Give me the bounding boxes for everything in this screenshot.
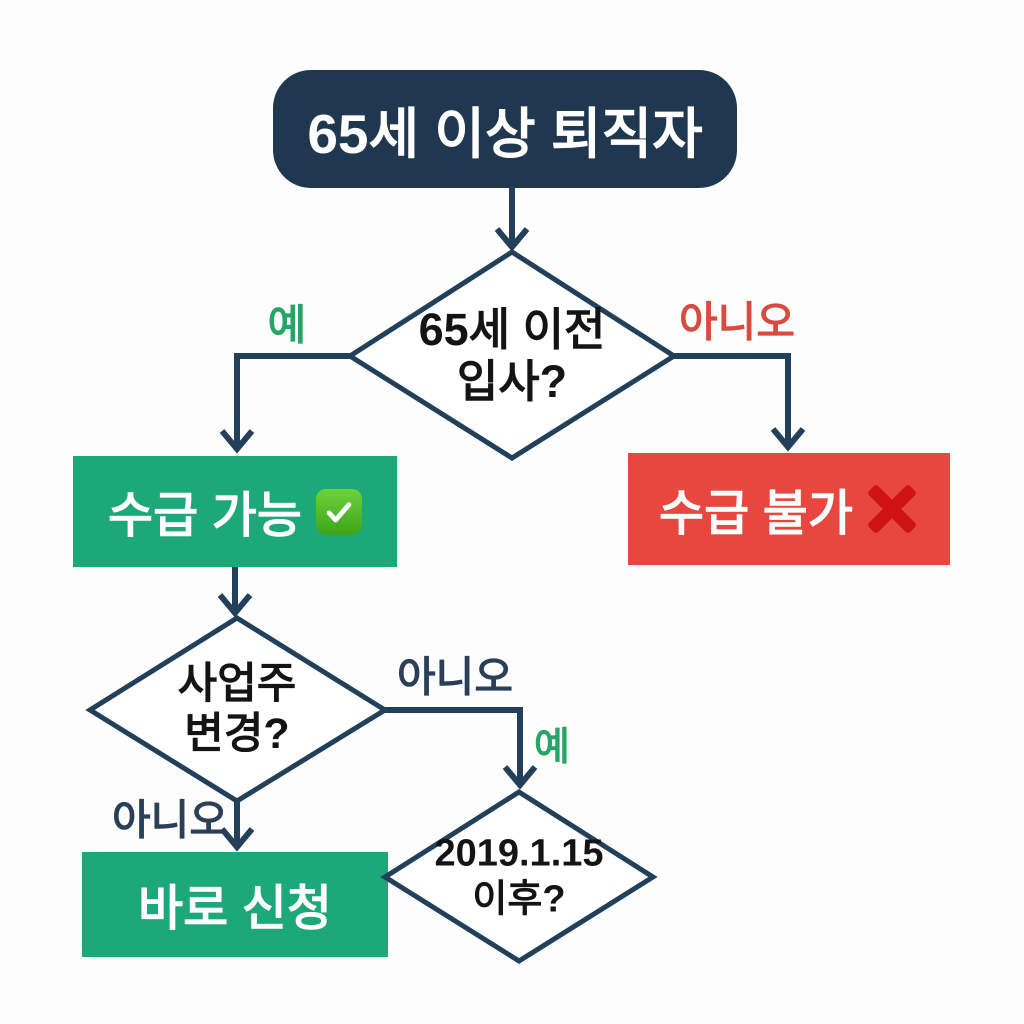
edge-label-decision2-right-no: 아니오 <box>397 653 513 701</box>
check-mark-emoji-icon <box>315 488 362 535</box>
decision1-line2: 입사? <box>456 356 568 407</box>
start-node-label: 65세 이상 퇴직자 <box>307 103 703 165</box>
decision3-line2: 이후? <box>472 878 566 920</box>
outcome-eligible-label: 수급 가능 <box>108 489 302 543</box>
decision2-text: 사업주 변경? <box>178 660 297 760</box>
start-node: 65세 이상 퇴직자 <box>273 70 737 188</box>
arrowhead-down <box>494 227 530 252</box>
arrowhead-down <box>770 427 806 452</box>
outcome-apply-box: 바로 신청 <box>82 852 388 957</box>
decision2-line1: 사업주 <box>177 660 297 709</box>
decision1-diamond <box>345 249 679 461</box>
decision1-text: 65세 이전 입사? <box>419 304 606 408</box>
edge-label-decision2-bottom-no: 아니오 <box>112 796 228 844</box>
arrowhead-down <box>502 765 538 790</box>
decision3-diamond <box>380 789 658 964</box>
decision2-line2: 변경? <box>184 710 290 758</box>
arrowhead-down <box>219 827 255 852</box>
outcome-eligible-box: 수급 가능 <box>73 456 397 567</box>
edge-decision1-yes <box>234 353 352 446</box>
outcome-apply-label: 바로 신청 <box>138 882 332 936</box>
outcome-ineligible-box: 수급 불가 <box>628 453 950 565</box>
decision2-diamond <box>85 615 390 804</box>
edge-label-decision2-right-yes: 예 <box>534 726 570 769</box>
edge-label-decision1-yes: 예 <box>267 301 307 349</box>
decision3-line1: 2019.1.15 <box>434 832 604 875</box>
edge-decision2-to-decision3 <box>385 707 523 782</box>
decision3-text: 2019.1.15 이후? <box>434 831 603 922</box>
edge-label-decision1-no: 아니오 <box>679 298 795 346</box>
edge-decision1-no <box>672 353 791 444</box>
outcome-ineligible-label: 수급 불가 <box>659 486 853 541</box>
arrowhead-down <box>219 429 255 454</box>
decision1-line1: 65세 이전 <box>418 303 606 355</box>
arrowhead-down <box>217 593 253 618</box>
check-glyph <box>326 501 352 522</box>
